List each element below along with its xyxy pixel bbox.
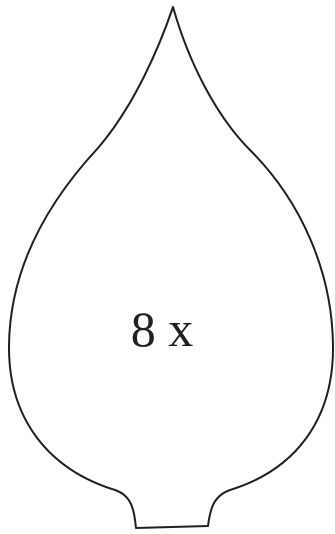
count-label: 8 x	[131, 301, 194, 357]
petal-outline	[7, 6, 335, 529]
